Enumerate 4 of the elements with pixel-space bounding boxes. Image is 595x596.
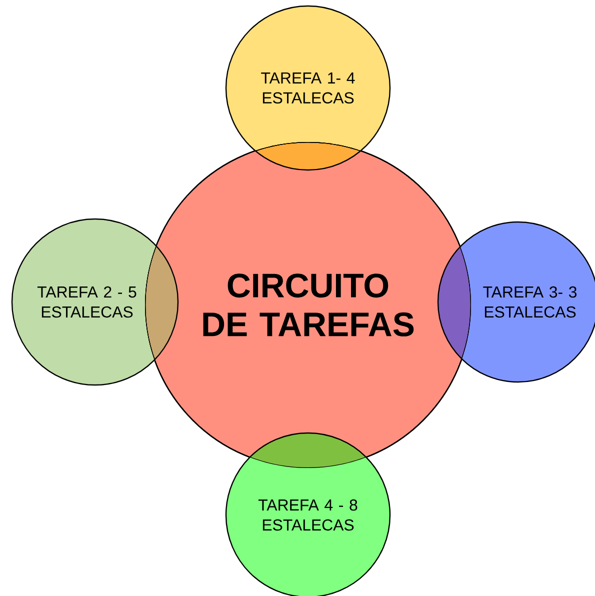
node-label: TAREFA 1- 4 ESTALECAS xyxy=(261,72,355,104)
node-label: TAREFA 4 - 8 ESTALECAS xyxy=(258,499,358,531)
node-label: TAREFA 2 - 5 ESTALECAS xyxy=(37,286,136,318)
node-label: TAREFA 3- 3 ESTALECAS xyxy=(483,286,577,318)
